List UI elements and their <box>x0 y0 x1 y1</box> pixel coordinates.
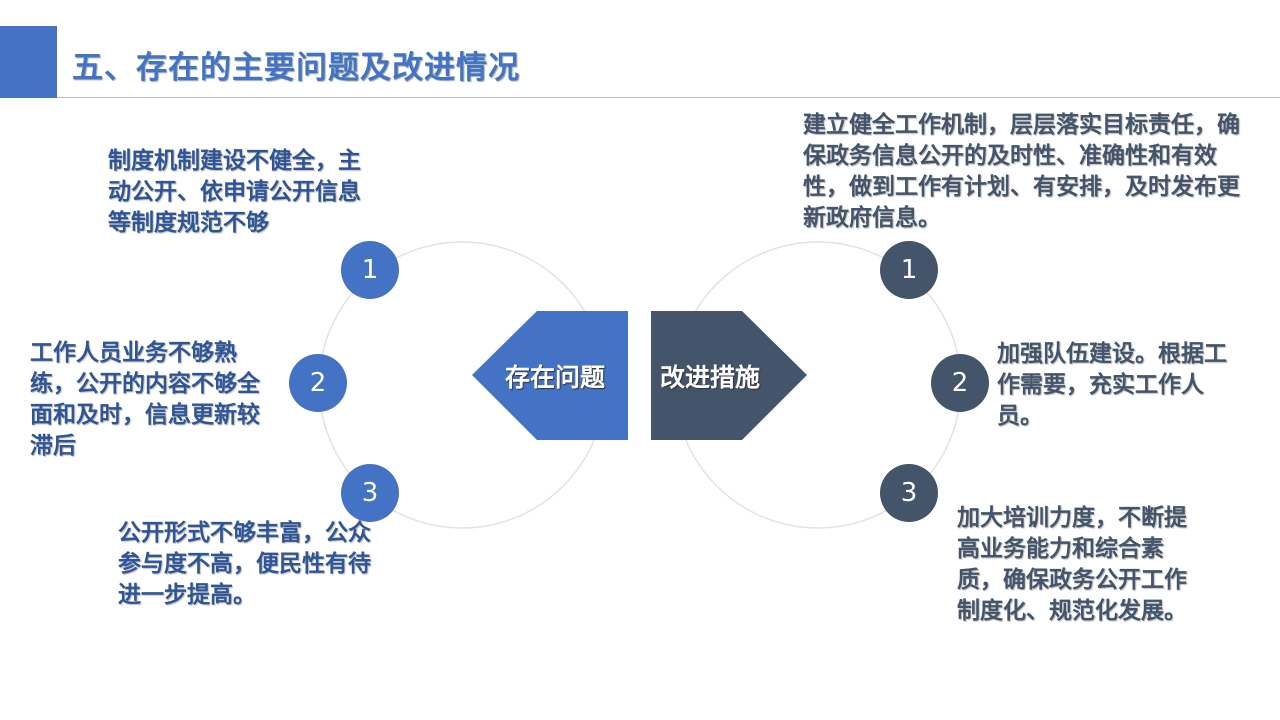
problem-text-3: 公开形式不够丰富，公众参与度不高，便民性有待进一步提高。 <box>118 520 371 608</box>
title-divider <box>57 97 1280 98</box>
problem-number-2: 2 <box>289 354 347 412</box>
improvement-number-3: 3 <box>880 464 938 522</box>
improvements-label: 改进措施 <box>660 363 761 392</box>
problem-number-3: 3 <box>341 464 399 522</box>
improvement-number-2: 2 <box>931 354 989 412</box>
improvement-text-3: 加大培训力度，不断提高业务能力和综合素质，确保政务公开工作制度化、规范化发展。 <box>957 505 1187 624</box>
improvement-text-2: 加强队伍建设。根据工作需要，充实工作人员。 <box>997 341 1227 429</box>
problems-label: 存在问题 <box>505 363 606 392</box>
problems-arrow <box>472 311 628 440</box>
problem-number-1: 1 <box>341 241 399 299</box>
problem-text-2: 工作人员业务不够熟练，公开的内容不够全面和及时，信息更新较滞后 <box>30 340 260 459</box>
problem-text-1: 制度机制建设不健全，主动公开、依申请公开信息等制度规范不够 <box>108 148 361 236</box>
improvement-number-1: 1 <box>880 241 938 299</box>
page-title: 五、存在的主要问题及改进情况 <box>72 50 520 86</box>
improvement-text-1: 建立健全工作机制，层层落实目标责任，确保政务信息公开的及时性、准确性和有效性，做… <box>803 112 1240 231</box>
title-accent-bar <box>0 26 57 98</box>
improvements-arrow <box>651 311 807 440</box>
